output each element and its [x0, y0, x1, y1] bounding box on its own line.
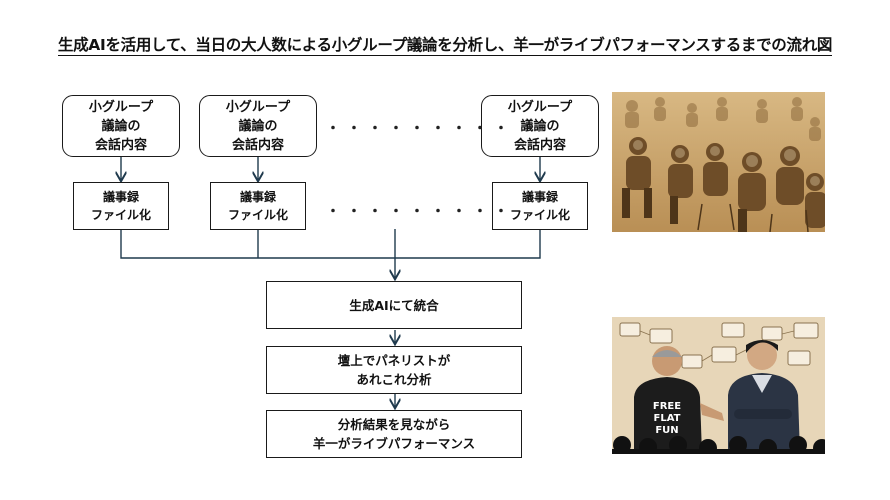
panel-analysis-box: 壇上でパネリストがあれこれ分析: [266, 346, 522, 394]
shirt-text-1: FREE: [653, 401, 681, 412]
live-performance-box: 分析結果を見ながら羊一がライブパフォーマンス: [266, 410, 522, 458]
group-box-1: 小グループ議論の会話内容: [62, 95, 180, 157]
minutes-box-3: 議事録ファイル化: [492, 182, 588, 230]
minutes-box-2: 議事録ファイル化: [210, 182, 306, 230]
group-box-2: 小グループ議論の会話内容: [199, 95, 317, 157]
live-performance-illustration: FREE FLAT FUN: [612, 317, 825, 454]
diagram-title: 生成AIを活用して、当日の大人数による小グループ議論を分析し、羊一がライブパフォ…: [57, 36, 833, 56]
group-box-3: 小グループ議論の会話内容: [481, 95, 599, 157]
ellipsis-groups: ・・・・・・・・・: [326, 121, 515, 137]
merge-line: [120, 229, 541, 259]
minutes-box-1: 議事録ファイル化: [73, 182, 169, 230]
group-discussion-illustration: [612, 92, 825, 232]
integration-box: 生成AIにて統合: [266, 281, 522, 329]
shirt-text-2: FLAT: [654, 413, 681, 424]
ellipsis-minutes: ・・・・・・・・・: [326, 204, 515, 220]
shirt-text-3: FUN: [655, 425, 678, 436]
